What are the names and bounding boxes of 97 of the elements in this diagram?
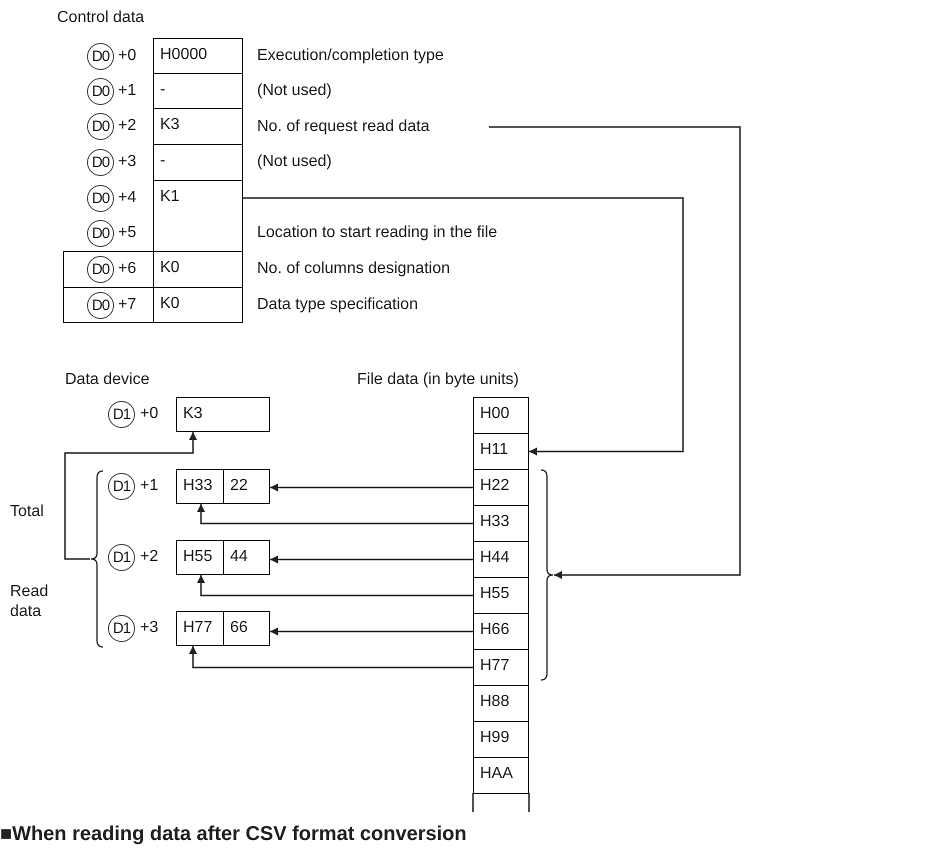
register-cell [153, 73, 243, 109]
device-symbol: D1 [108, 544, 135, 571]
register-value: HAA [480, 764, 514, 784]
offset-label: +1 [140, 476, 158, 496]
register-value: H33 [183, 476, 214, 496]
register-value: K3 [160, 115, 181, 135]
arrow [270, 556, 473, 564]
offset-label: +6 [118, 259, 136, 279]
register-cell [153, 38, 243, 74]
register-cell [223, 540, 270, 575]
register-value: K0 [160, 258, 181, 278]
device-symbol: D0 [87, 220, 114, 247]
offset-label: +1 [118, 81, 136, 101]
arrow [197, 575, 473, 596]
arrow [270, 484, 473, 492]
section-title: File data (in byte units) [357, 370, 519, 390]
register-cell [176, 469, 224, 504]
register-value: H44 [480, 548, 510, 568]
offset-label: +0 [118, 46, 136, 66]
register-cell [473, 577, 529, 614]
register-cell [473, 541, 529, 578]
offset-label: +2 [118, 116, 136, 136]
arrow [197, 504, 473, 524]
register-cell [473, 613, 529, 650]
description-label: (Not used) [257, 152, 332, 172]
register-value: H00 [480, 404, 510, 424]
arrow [489, 126, 741, 579]
register-cell [153, 108, 243, 145]
register-cell [473, 433, 529, 470]
register-value: H77 [480, 656, 510, 676]
register-cell [153, 287, 243, 323]
description-label: (Not used) [257, 81, 332, 101]
device-symbol: D0 [87, 113, 114, 140]
arrow [243, 197, 684, 456]
register-cell [176, 397, 270, 432]
curly-bracket [90, 470, 104, 648]
description-label: Execution/completion type [257, 46, 444, 66]
offset-label: +7 [118, 295, 136, 315]
offset-label: +3 [140, 618, 158, 638]
offset-label: +3 [118, 152, 136, 172]
register-cell [473, 649, 529, 686]
description-label: Location to start reading in the file [257, 223, 498, 243]
register-value: H11 [480, 440, 510, 460]
offset-label: +0 [140, 404, 158, 424]
register-value: H22 [480, 476, 510, 496]
bracket-label: Total [10, 502, 44, 522]
register-cell [153, 144, 243, 181]
description-label: No. of request read data [257, 116, 489, 138]
register-cell [473, 469, 529, 506]
register-value: 44 [230, 547, 249, 567]
device-symbol: D0 [87, 149, 114, 176]
register-value: 66 [230, 618, 249, 638]
bracket-label: Read data [10, 582, 50, 622]
register-cell [176, 611, 224, 646]
register-cell [473, 757, 529, 794]
register-value: H88 [480, 692, 510, 712]
offset-label: +4 [118, 188, 136, 208]
register-value: K3 [183, 404, 204, 424]
arrow [189, 646, 473, 668]
offset-label: +2 [140, 547, 158, 567]
device-symbol: D0 [87, 43, 114, 70]
device-symbol: D0 [87, 256, 114, 283]
register-value: H99 [480, 728, 510, 748]
device-symbol: D0 [87, 292, 114, 319]
device-symbol: D0 [87, 185, 114, 212]
register-cell [176, 540, 224, 575]
arrow [270, 628, 473, 636]
register-cell [473, 721, 529, 758]
device-symbol: D1 [108, 615, 135, 642]
device-symbol: D0 [87, 78, 114, 105]
register-cell [473, 397, 529, 434]
register-value: H55 [183, 547, 214, 567]
register-value: H55 [480, 584, 510, 604]
register-value: K1 [160, 187, 181, 207]
section-heading: ■When reading data after CSV format conversion [0, 822, 467, 846]
register-cell [473, 505, 529, 542]
device-symbol: D1 [108, 401, 135, 428]
register-value: K0 [160, 294, 181, 314]
description-label: No. of columns designation [257, 259, 450, 279]
section-title: Data device [65, 370, 150, 390]
register-value: H33 [480, 512, 510, 532]
curly-bracket [540, 469, 554, 681]
register-cell [223, 611, 270, 646]
register-value: H66 [480, 620, 510, 640]
arrow [64, 432, 197, 560]
register-value: - [160, 151, 166, 171]
description-label: Data type specification [257, 295, 418, 315]
register-cell [153, 180, 243, 252]
register-cell [473, 685, 529, 722]
register-value: H0000 [160, 45, 208, 65]
register-cell [223, 469, 270, 504]
offset-label: +5 [118, 223, 136, 243]
register-value: - [160, 80, 166, 100]
register-value: H77 [183, 618, 214, 638]
section-title: Control data [57, 8, 144, 28]
device-symbol: D1 [108, 473, 135, 500]
register-value: 22 [230, 476, 249, 496]
